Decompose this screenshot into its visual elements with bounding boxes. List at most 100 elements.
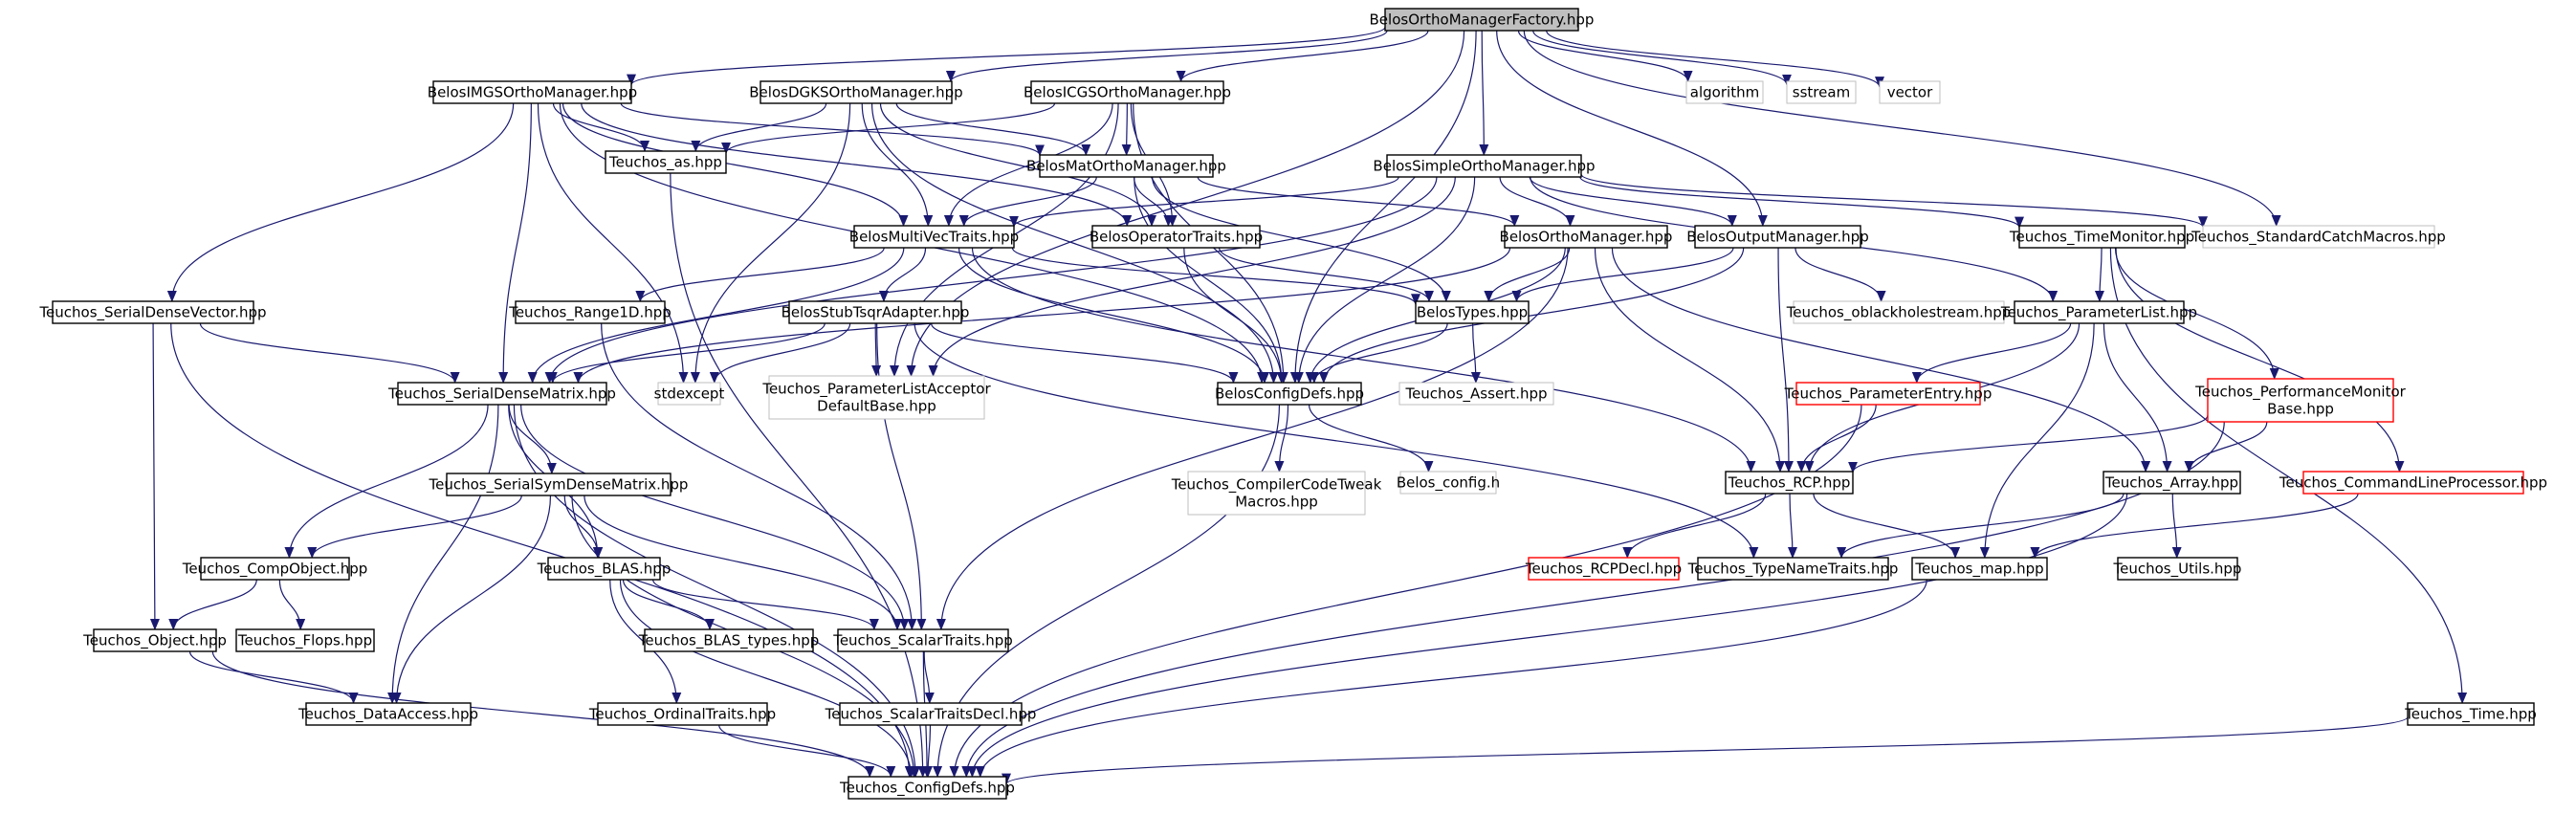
node-scalartraitsdecl[interactable]: Teuchos_ScalarTraitsDecl.hpp xyxy=(825,702,1037,726)
node-box xyxy=(657,382,721,406)
node-blas[interactable]: Teuchos_BLAS.hpp xyxy=(537,557,672,581)
node-array[interactable]: Teuchos_Array.hpp xyxy=(2103,471,2241,495)
node-blastypes[interactable]: Teuchos_BLAS_types.hpp xyxy=(638,628,820,652)
edge-orthomgr-to-scalartraits xyxy=(936,247,1569,630)
node-stdexcept[interactable]: stdexcept xyxy=(654,382,725,406)
node-box xyxy=(1217,382,1362,406)
node-orthomgr[interactable]: BelosOrthoManager.hpp xyxy=(1500,225,1673,249)
edge-optraits-to-belostypes xyxy=(1218,247,1434,302)
node-box xyxy=(2407,702,2535,726)
node-label: Teuchos_BLAS_types.hpp xyxy=(638,632,820,650)
node-label: Teuchos_StandardCatchMacros.hpp xyxy=(2191,229,2446,247)
node-label: BelosMatOrthoManager.hpp xyxy=(1026,158,1226,175)
node-matortho[interactable]: BelosMatOrthoManager.hpp xyxy=(1026,154,1226,178)
edge-icgs-to-matortho xyxy=(1121,102,1132,156)
edge-simpleortho-to-catchmacros xyxy=(1580,173,2208,229)
node-catchmacros[interactable]: Teuchos_StandardCatchMacros.hpp xyxy=(2191,225,2446,249)
node-label: Teuchos_ScalarTraitsDecl.hpp xyxy=(825,706,1037,724)
node-box xyxy=(446,473,672,496)
edge-simpleortho-to-plistacceptor xyxy=(928,176,1456,377)
node-root[interactable]: BelosOrthoManagerFactory.hpp xyxy=(1370,8,1595,32)
edge-array-to-tconfigdefs xyxy=(967,493,2128,778)
edge-outputmgr-to-rcp xyxy=(1777,247,1794,473)
edge-perfmon-to-tconfigdefs xyxy=(961,421,2225,778)
node-label: Teuchos_ScalarTraits.hpp xyxy=(832,632,1013,650)
node-box xyxy=(1091,225,1261,249)
edge-matortho-to-orthomgr xyxy=(1197,176,1520,227)
node-assert[interactable]: Teuchos_Assert.hpp xyxy=(1398,382,1554,406)
node-object[interactable]: Teuchos_Object.hpp xyxy=(82,628,227,652)
node-belostypes[interactable]: BelosTypes.hpp xyxy=(1415,300,1530,324)
edge-simpleortho-to-sdmatrix xyxy=(544,176,1438,384)
edge-imgs-to-stdexcept xyxy=(537,102,689,384)
node-vector[interactable]: vector xyxy=(1879,80,1941,104)
node-ordinaltraits[interactable]: Teuchos_OrdinalTraits.hpp xyxy=(588,702,776,726)
node-box xyxy=(1398,382,1554,406)
node-flops[interactable]: Teuchos_Flops.hpp xyxy=(235,628,375,652)
node-tconfigdefs[interactable]: Teuchos_ConfigDefs.hpp xyxy=(839,776,1015,800)
node-label: BelosSimpleOrthoManager.hpp xyxy=(1373,158,1595,175)
node-dgks[interactable]: BelosDGKSOrthoManager.hpp xyxy=(749,80,963,104)
node-rcpdecl[interactable]: Teuchos_RCPDecl.hpp xyxy=(1525,557,1682,581)
node-optraits[interactable]: BelosOperatorTraits.hpp xyxy=(1090,225,1263,249)
edge-sdmatrix-to-symdense xyxy=(508,404,557,474)
node-multivec[interactable]: BelosMultiVecTraits.hpp xyxy=(849,225,1019,249)
node-range1d[interactable]: Teuchos_Range1D.hpp xyxy=(508,300,672,324)
node-oblackhole[interactable]: Teuchos_oblackholestream.hpp xyxy=(1786,300,2012,324)
node-dataaccess[interactable]: Teuchos_DataAccess.hpp xyxy=(297,702,478,726)
node-label: Base.hpp xyxy=(2267,401,2334,418)
node-stubtsqr[interactable]: BelosStubTsqrAdapter.hpp xyxy=(782,300,970,324)
node-paramlist[interactable]: Teuchos_ParameterList.hpp xyxy=(2000,300,2197,324)
node-as[interactable]: Teuchos_as.hpp xyxy=(605,150,727,174)
edge-root-to-sstream xyxy=(1532,30,1792,86)
node-paramentry[interactable]: Teuchos_ParameterEntry.hpp xyxy=(1784,382,1993,406)
node-typename[interactable]: Teuchos_TypeNameTraits.hpp xyxy=(1687,557,1899,581)
node-sdvector[interactable]: Teuchos_SerialDenseVector.hpp xyxy=(38,300,267,324)
edge-sdvector-to-tconfigdefs xyxy=(170,322,914,778)
node-sstream[interactable]: sstream xyxy=(1786,80,1857,104)
edge-imgs-to-sdmatrix xyxy=(498,102,532,384)
edge-paramlist-to-array xyxy=(2103,322,2172,473)
node-utils[interactable]: Teuchos_Utils.hpp xyxy=(2113,557,2242,581)
node-rcp[interactable]: Teuchos_RCP.hpp xyxy=(1725,471,1854,495)
edge-simpleortho-to-configdefs xyxy=(1293,176,1476,384)
node-compobject[interactable]: Teuchos_CompObject.hpp xyxy=(182,557,368,581)
node-sdmatrix[interactable]: Teuchos_SerialDenseMatrix.hpp xyxy=(387,382,616,406)
node-cmdline[interactable]: Teuchos_CommandLineProcessor.hpp xyxy=(2279,471,2547,495)
node-box xyxy=(1187,471,1366,516)
node-box xyxy=(1039,154,1214,178)
node-label: DefaultBase.hpp xyxy=(817,398,936,415)
node-label: Teuchos_Array.hpp xyxy=(2104,474,2238,493)
node-box xyxy=(1694,225,1861,249)
edge-root-to-imgs xyxy=(627,26,1386,86)
node-box xyxy=(788,300,962,324)
edge-rcp-to-typename xyxy=(1787,493,1797,559)
node-box xyxy=(597,702,768,726)
node-label: Teuchos_BLAS.hpp xyxy=(537,561,672,579)
node-symdense[interactable]: Teuchos_SerialSymDenseMatrix.hpp xyxy=(429,473,689,496)
node-time[interactable]: Teuchos_Time.hpp xyxy=(2404,702,2537,726)
node-outputmgr[interactable]: BelosOutputManager.hpp xyxy=(1686,225,1869,249)
node-configdefs[interactable]: BelosConfigDefs.hpp xyxy=(1215,382,1364,406)
node-imgs[interactable]: BelosIMGSOrthoManager.hpp xyxy=(428,80,637,104)
node-box xyxy=(2202,225,2435,249)
edge-sdvector-to-object xyxy=(149,322,160,630)
node-label: vector xyxy=(1887,84,1933,101)
node-belosconfigh[interactable]: Belos_config.h xyxy=(1397,471,1500,495)
node-plistacceptor[interactable]: Teuchos_ParameterListAcceptorDefaultBase… xyxy=(761,375,991,420)
node-scalartraits[interactable]: Teuchos_ScalarTraits.hpp xyxy=(832,628,1013,652)
edge-object-to-tconfigdefs xyxy=(211,650,875,778)
edge-outputmgr-to-belostypes xyxy=(1511,247,1734,302)
node-icgs[interactable]: BelosICGSOrthoManager.hpp xyxy=(1024,80,1231,104)
edge-rcp-to-map xyxy=(1813,493,1961,559)
node-map[interactable]: Teuchos_map.hpp xyxy=(1911,557,2048,581)
node-timemonitor[interactable]: Teuchos_TimeMonitor.hpp xyxy=(2009,225,2194,249)
node-algorithm[interactable]: algorithm xyxy=(1685,80,1764,104)
edge-simpleortho-to-outputmgr xyxy=(1529,176,1737,227)
edge-timemonitor-to-cmdline xyxy=(2115,247,2405,473)
node-simpleortho[interactable]: BelosSimpleOrthoManager.hpp xyxy=(1373,154,1596,178)
node-label: BelosTypes.hpp xyxy=(1417,304,1528,321)
node-label: Teuchos_Flops.hpp xyxy=(237,632,372,650)
